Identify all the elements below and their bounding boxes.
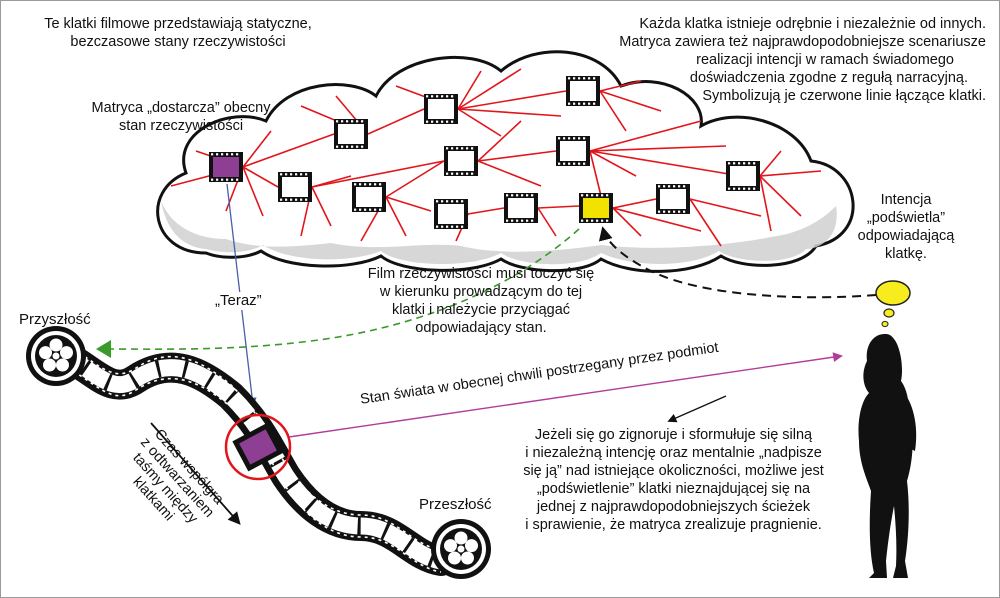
ignore-text: Jeżeli się go zignoruje i sformułuje się… [501,426,846,534]
scenario-line [537,205,580,209]
film-frame-icon [656,184,690,214]
film-frames [209,76,760,229]
scenario-line [385,160,445,198]
film-frame-icon [504,193,538,223]
film-frame-icon [726,161,760,191]
scenario-line [467,207,505,215]
scenario-line [599,90,662,112]
text-line: Jeżeli się go zignoruje i sformułuje się… [534,427,813,443]
scenario-line [242,166,264,217]
film-frame-icon [278,172,312,202]
text-line: Intencja [880,192,932,208]
scenario-line [311,160,445,188]
scenario-line [599,90,627,132]
scenario-line [589,120,702,152]
scenario-line [689,198,722,247]
scenario-line [311,186,332,227]
text-line: doświadczenia zgodne z regułą narracyjną… [689,70,968,86]
matrix-supplies-text: Matryca „dostarcza” obecny stan rzeczywi… [71,99,291,135]
ignore-pointer-arrow [667,395,727,423]
text-line: Matryca zawiera też najprawdopodobniejsz… [619,34,986,50]
film-frame-icon [352,182,386,212]
scenario-line [589,150,637,177]
scenario-line [457,108,502,137]
scenario-line [457,90,567,110]
scenario-line [242,166,279,188]
scenario-line [385,196,432,212]
scenario-line [759,175,772,232]
future-label: Przyszłość [19,311,91,328]
text-line: Symbolizują je czerwone linie łączące kl… [702,88,986,104]
scenario-line [589,145,727,152]
future-pull-arrowhead [96,340,111,358]
text-line: klatkę. [885,246,927,262]
film-frame-icon [424,94,458,124]
scenario-line [477,150,557,162]
intention-text: Intencja „podświetla” odpowiadającą klat… [846,191,966,263]
scenario-line [477,160,542,187]
time-arrow [150,422,241,525]
scenario-line [589,150,602,197]
future-pull-arrow [105,228,580,350]
scenario-line [689,198,762,217]
text-line: się ją” nad istniejące okoliczności, moż… [523,463,824,479]
now-label: „Teraz” [213,292,264,310]
intended-frame-icon [579,193,613,223]
text-line: bezczasowe stany rzeczywistości [70,34,286,50]
film-frame-icon [334,119,368,149]
text-line: stan rzeczywistości [118,118,244,134]
text-line: Te klatki filmowe przedstawiają statyczn… [44,16,312,32]
scenario-line [457,68,522,110]
text-line: jednej z najprawdopodobniejszych ścieżek [536,499,811,515]
thought-bubble-icon [875,280,911,328]
text-line: „podświetla” [866,210,946,226]
scenario-line [477,120,522,162]
text-line: i sprawienie, że matryca zrealizuje prag… [525,517,822,533]
text-line: w kierunku prowadzącym do tej [379,284,583,300]
film-frame-icon [556,136,590,166]
film-frame-icon [434,199,468,229]
text-line: Matryca „dostarcza” obecny [91,100,271,116]
scenario-line [242,130,272,168]
scenario-line [385,196,407,237]
scenario-line [367,108,425,135]
text-line: Każda klatka istnieje odrębnie i niezale… [639,16,986,32]
scenario-line [612,207,642,237]
matrix-cloud [156,50,855,273]
current-frame-icon [209,152,243,182]
now-frame-icon [232,422,284,472]
past-label: Przeszłość [419,496,492,513]
film-frame-icon [444,146,478,176]
scenario-line [759,150,782,177]
text-line: odpowiadający stan. [415,320,547,336]
text-line: klatki i należycie przyciągać [391,302,571,318]
future-reel-icon [26,326,86,386]
perception-arrow [288,352,843,438]
text-line: Film rzeczywistości musi toczyć się [367,266,595,282]
woman-silhouette-icon [858,333,917,578]
film-must-text: Film rzeczywistości musi toczyć się w ki… [346,265,616,337]
text-line: odpowiadającą [857,228,955,244]
scenario-line [537,207,557,237]
text-line: i niezależną intencję oraz mentalnie „na… [525,445,822,461]
scenario-line [612,198,657,209]
intention-arrow [598,226,877,299]
now-highlight-circle [224,413,292,481]
scenario-line [311,175,352,188]
scenario-line [589,150,742,177]
scenario-line [457,108,562,117]
past-reel-icon [431,519,491,579]
scenario-line [759,175,802,217]
scenario-line [599,80,642,92]
frames-static-text: Te klatki filmowe przedstawiają statyczn… [28,15,328,51]
each-frame-text: Każda klatka istnieje odrębnie i niezale… [561,15,986,105]
text-line: realizacji intencji w ramach świadomego [696,52,954,68]
text-line: „podświetlenie” klatki nieznajdującej si… [536,481,811,497]
scenario-line [457,70,482,110]
scenario-line [612,207,702,232]
scenario-line [759,170,822,177]
scenario-line [242,133,335,168]
